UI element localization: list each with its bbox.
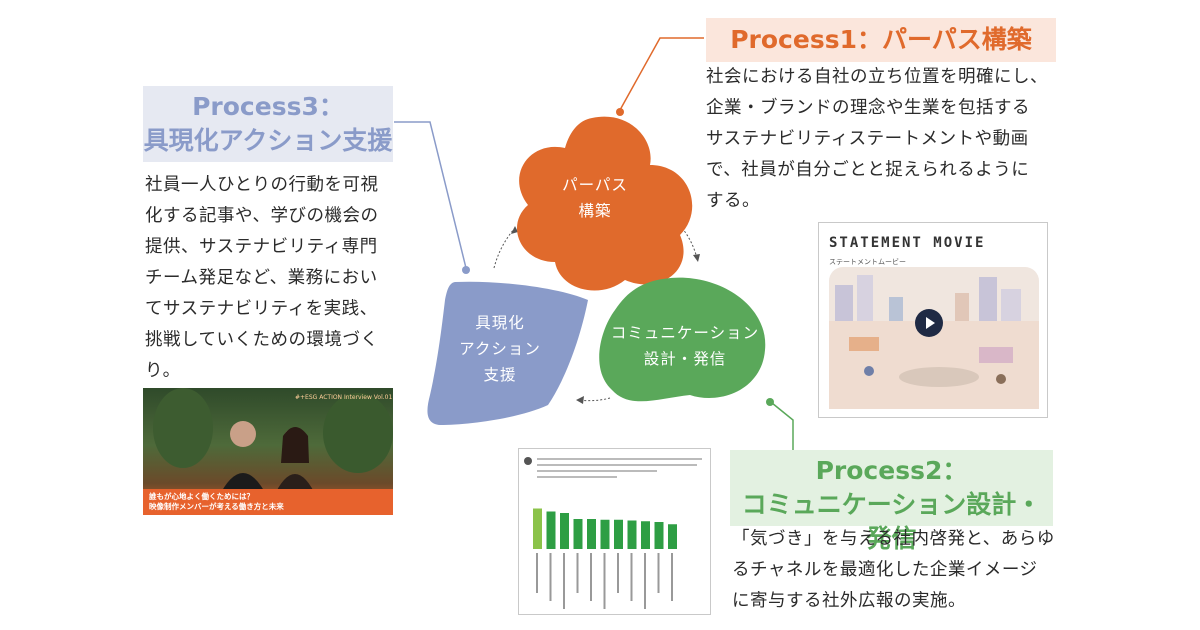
process2-connector-dot (766, 398, 774, 406)
survey-bar (614, 519, 623, 549)
play-icon[interactable] (915, 309, 943, 337)
action-blob-label: 具現化アクション支援 (459, 314, 541, 384)
communication-blob-label: コミュニケーション設計・発信 (610, 324, 760, 368)
survey-bar (587, 519, 596, 549)
survey-bar-label (549, 553, 552, 601)
survey-bar-label (617, 553, 619, 593)
survey-bar-label (657, 553, 660, 593)
survey-bar-label (671, 553, 673, 601)
statement-movie-title: STATEMENT MOVIE (829, 235, 986, 251)
survey-bar (600, 519, 610, 549)
interview-video-thumbnail[interactable]: #+ESG ACTION Interview Vol.01 誰もが心地よく働くた… (143, 388, 393, 515)
process1-description: 社会における自社の立ち位置を明確にし、企業・ブランドの理念や生業を包括する サス… (706, 67, 1048, 211)
statement-movie-illustration (829, 267, 1039, 409)
process3-connector (394, 121, 467, 269)
process2-connector (771, 402, 794, 450)
survey-bar-label (590, 553, 592, 601)
process3-title: Process3：具現化アクション支援 (143, 86, 393, 162)
process3-connector-dot (462, 266, 470, 274)
survey-bar-label (576, 553, 579, 593)
interview-banner (143, 489, 393, 515)
survey-bar-label (644, 553, 646, 609)
process1-connector-dot (616, 108, 624, 116)
survey-bar (641, 521, 650, 549)
survey-bar (546, 511, 556, 549)
survey-bar (573, 519, 583, 549)
survey-bar (668, 524, 677, 549)
communication-blob (599, 277, 766, 402)
statement-movie-card[interactable]: STATEMENT MOVIE ステートメントムービー (818, 222, 1048, 418)
purpose-blob-label: パーパス構築 (562, 176, 628, 220)
cycle-arrowhead-left (511, 226, 518, 234)
survey-bar (560, 513, 569, 549)
cycle-arrowhead-bottom (576, 396, 584, 404)
cycle-arrowhead-right (693, 254, 700, 262)
statement-movie-subtitle: ステートメントムービー (829, 258, 906, 266)
survey-bar-label (603, 553, 606, 609)
process1-title: Process1：パーパス構築 (706, 18, 1056, 62)
interview-caption: 誰もが心地よく働くためには？映像制作メンバーが考える働き方と未来 (149, 492, 284, 511)
survey-bar (654, 522, 664, 549)
process2-description: 「気づき」を与える社内啓発と、あらゆるチャネルを最適化した企業イメージ に寄与す… (732, 529, 1055, 611)
survey-bar-label (563, 553, 565, 609)
process3-description: 社員一人ひとりの行動を可視化する記事や、学びの機会の 提供、サステナビリティ専門… (145, 175, 379, 381)
survey-bar-label (536, 553, 538, 593)
survey-chart-thumbnail[interactable] (518, 448, 711, 615)
cycle-arrow-right (681, 227, 698, 259)
interview-photo (153, 388, 393, 498)
survey-bar (533, 508, 542, 549)
survey-bar (627, 520, 637, 549)
process2-title: Process2：コミュニケーション設計・発信 (730, 450, 1053, 553)
action-blob (427, 281, 588, 425)
interview-series-tag: #+ESG ACTION Interview Vol.01 (295, 394, 393, 401)
survey-bar-chart (533, 508, 677, 609)
purpose-blob (516, 116, 693, 291)
survey-text-block (524, 457, 702, 478)
survey-bar-label (630, 553, 633, 601)
process1-connector (619, 37, 704, 111)
